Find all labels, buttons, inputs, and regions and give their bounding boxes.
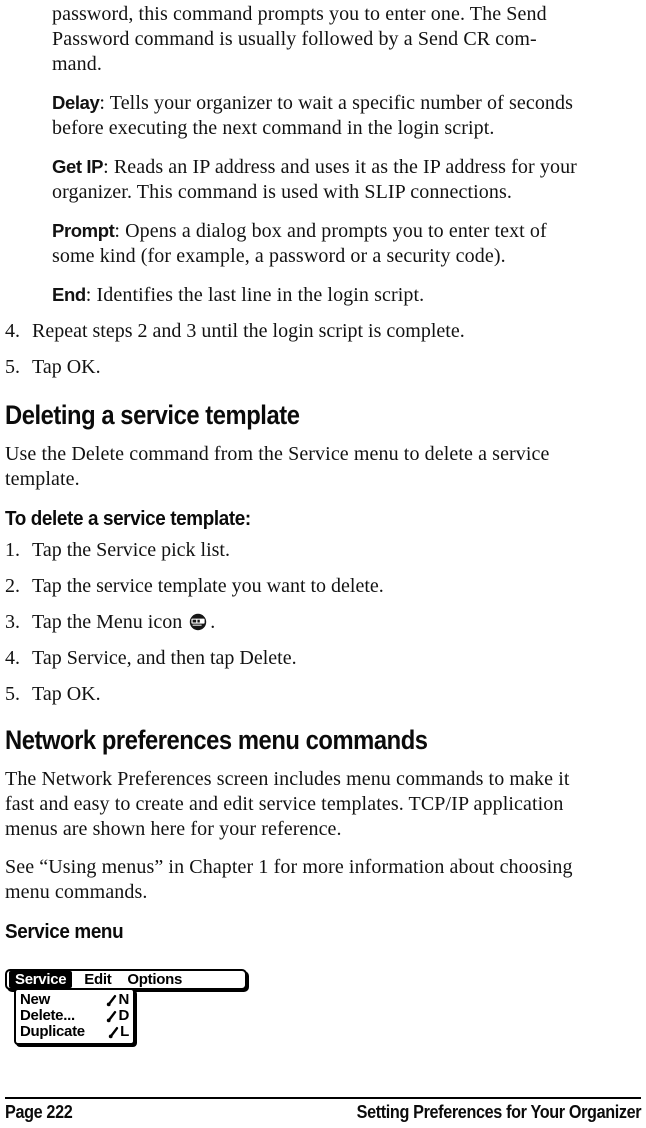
palm-dropdown-menu: New N Delete... D Duplicate L xyxy=(14,988,135,1045)
palm-menu-item-duplicate: Duplicate L xyxy=(20,1024,129,1040)
palm-menu-shortcut: D xyxy=(106,1008,129,1024)
network-body-paragraph-2: See “Using menus” in Chapter 1 for more … xyxy=(5,856,573,903)
definition-delay: Delay: Tells your organizer to wait a sp… xyxy=(52,90,642,141)
step-item: 3. Tap the Menu icon. xyxy=(5,610,642,635)
definition-end: End: Identifies the last line in the log… xyxy=(52,282,642,308)
page-footer: Page 222 Setting Preferences for Your Or… xyxy=(5,1097,641,1128)
definition-prompt: Prompt: Opens a dialog box and prompts y… xyxy=(52,218,642,269)
step-number: 3. xyxy=(5,611,20,633)
palm-menu-shortcut: L xyxy=(108,1024,129,1040)
step-item: 5. Tap OK. xyxy=(5,355,642,380)
palm-menu-shortcut-letter: N xyxy=(118,991,129,1008)
palm-menubar-item-options: Options xyxy=(127,971,182,988)
step-number: 4. xyxy=(5,647,20,669)
step-text: Tap OK. xyxy=(32,683,101,705)
step-text: Tap the Service pick list. xyxy=(32,539,230,561)
definition-label: Delay xyxy=(52,92,100,113)
definition-label: End xyxy=(52,284,86,305)
step-text: Tap the service template you want to del… xyxy=(32,575,384,597)
deleting-body-paragraph: Use the Delete command from the Service … xyxy=(5,443,550,490)
step-number: 4. xyxy=(5,320,20,342)
step-number: 2. xyxy=(5,575,20,597)
palm-menubar-item-edit: Edit xyxy=(84,971,112,988)
step-text: Tap Service, and then tap Delete. xyxy=(32,647,297,669)
definition-text: : Reads an IP address and uses it as the… xyxy=(52,156,577,203)
palm-menu-shortcut: N xyxy=(106,992,129,1008)
menu-icon xyxy=(190,613,207,631)
step-item: 1. Tap the Service pick list. xyxy=(5,538,642,563)
palm-menu-shortcut-letter: L xyxy=(120,1023,129,1040)
command-stroke-icon xyxy=(107,1010,117,1022)
service-menu-screenshot: Service Edit Options New N Delete... D D… xyxy=(5,969,255,1049)
step-text-after: . xyxy=(210,611,216,633)
palm-menubar-item-service: Service xyxy=(9,971,73,988)
definition-getip: Get IP: Reads an IP address and uses it … xyxy=(52,154,642,205)
palm-menubar: Service Edit Options xyxy=(5,969,247,990)
palm-menu-item-label: Delete... xyxy=(20,1007,75,1024)
definition-label: Prompt xyxy=(52,220,115,241)
step-number: 1. xyxy=(5,539,20,561)
section-heading-network: Network preferences menu commands xyxy=(5,725,428,755)
palm-menu-item-label: Duplicate xyxy=(20,1023,85,1040)
subsection-heading-to-delete: To delete a service template: xyxy=(5,507,251,530)
definition-text: : Tells your organizer to wait a specifi… xyxy=(52,92,573,139)
definition-text: : Opens a dialog box and prompts you to … xyxy=(52,220,547,267)
palm-menu-shortcut-letter: D xyxy=(118,1007,129,1024)
step-item: 4. Tap Service, and then tap Delete. xyxy=(5,646,642,671)
continuation-paragraph: password, this command prompts you to en… xyxy=(52,3,547,75)
step-number: 5. xyxy=(5,683,20,705)
palm-menu-item-new: New N xyxy=(20,992,129,1008)
step-text: Repeat steps 2 and 3 until the login scr… xyxy=(32,320,465,342)
network-body-paragraph-1: The Network Preferences screen includes … xyxy=(5,768,570,840)
step-text-before: Tap the Menu icon xyxy=(32,611,183,633)
command-stroke-icon xyxy=(107,994,117,1006)
definition-text: : Identifies the last line in the login … xyxy=(85,284,425,306)
section-heading-deleting: Deleting a service template xyxy=(5,400,300,430)
definition-label: Get IP xyxy=(52,156,104,177)
step-item: 2. Tap the service template you want to … xyxy=(5,574,642,599)
step-item: 4. Repeat steps 2 and 3 until the login … xyxy=(5,319,642,344)
step-item: 5. Tap OK. xyxy=(5,682,642,707)
palm-menu-item-delete: Delete... D xyxy=(20,1008,129,1024)
step-text: Tap the Menu icon. xyxy=(32,610,215,635)
page-content: password, this command prompts you to en… xyxy=(5,3,642,1049)
footer-page-number: Page 222 xyxy=(5,1102,73,1122)
command-stroke-icon xyxy=(108,1026,119,1038)
palm-menu-item-label: New xyxy=(20,991,50,1008)
step-text: Tap OK. xyxy=(32,356,101,378)
step-number: 5. xyxy=(5,356,20,378)
footer-chapter-title: Setting Preferences for Your Organizer xyxy=(356,1102,641,1122)
subsection-heading-service-menu: Service menu xyxy=(5,920,124,943)
